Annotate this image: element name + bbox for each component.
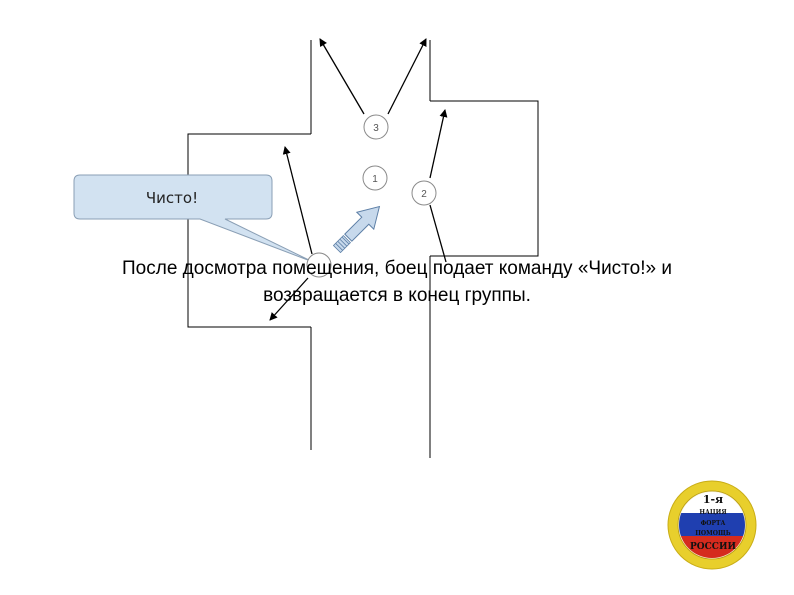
emblem-line-1: 1-я bbox=[703, 493, 723, 506]
node-1: 1 bbox=[362, 165, 388, 191]
corridor-walls bbox=[310, 40, 431, 458]
return-arrow-stripes bbox=[332, 234, 352, 254]
left-room-outline bbox=[187, 133, 311, 328]
speech-bubble bbox=[73, 174, 314, 263]
speech-bubble-text: Чисто! bbox=[146, 189, 198, 207]
emblem-white-band bbox=[679, 492, 745, 513]
node-3-label: 3 bbox=[373, 123, 379, 134]
arrow-node2-to-right-room bbox=[429, 109, 448, 179]
caption-line-1: После досмотра помещения, боец подает ко… bbox=[122, 258, 672, 279]
node-2-label: 2 bbox=[421, 189, 427, 200]
emblem-line-5: РОССИИ bbox=[690, 542, 736, 552]
node-2: 2 bbox=[411, 180, 437, 206]
node-3: 3 bbox=[363, 114, 389, 140]
arrow-node2-to-lower-right bbox=[429, 204, 447, 263]
emblem-logo: 1-я НАЦИЯ ФОРТА ПОМОЩЬ РОССИИ bbox=[667, 480, 757, 570]
movement-arrows bbox=[269, 38, 448, 321]
caption-line-2: возвращается в конец группы. bbox=[263, 285, 531, 306]
arrow-node3-to-upper-right bbox=[387, 38, 427, 115]
arrow-node4-to-end-of-group bbox=[269, 277, 309, 321]
node-4 bbox=[306, 252, 332, 278]
emblem-line-3: ФОРТА bbox=[701, 520, 726, 527]
arrow-node4-to-left-room bbox=[282, 146, 313, 255]
emblem-red-band bbox=[679, 536, 745, 558]
node-1-label: 1 bbox=[372, 174, 378, 185]
return-arrow-head bbox=[344, 205, 381, 242]
emblem-line-2: НАЦИЯ bbox=[699, 509, 727, 516]
arrow-node3-to-upper-left bbox=[319, 38, 365, 115]
emblem-line-4: ПОМОЩЬ bbox=[695, 530, 731, 537]
emblem-blue-band bbox=[679, 513, 745, 536]
return-block-arrow bbox=[332, 205, 381, 254]
right-room-outline bbox=[430, 100, 539, 257]
